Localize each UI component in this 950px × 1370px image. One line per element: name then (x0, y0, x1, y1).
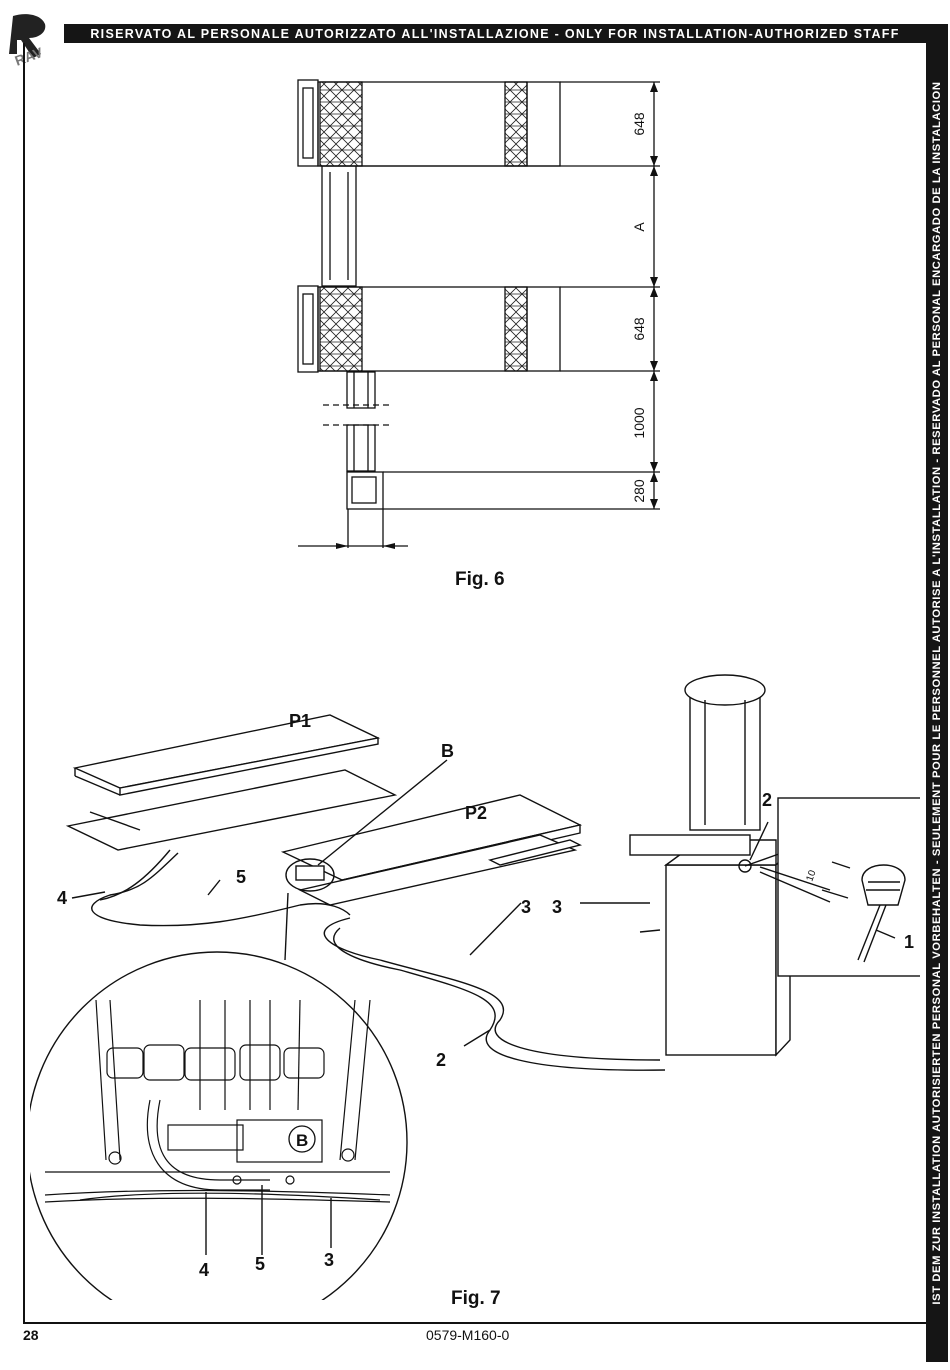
fig7-inset-callout-4: 4 (199, 1260, 209, 1280)
fig7-callout-5: 5 (236, 867, 246, 887)
fig6-caption: Fig. 6 (455, 569, 505, 590)
page-frame (23, 43, 926, 1324)
fig7-label-b: B (441, 741, 454, 761)
document-code: 0579-M160-0 (426, 1327, 510, 1343)
fig7-callout-2-bottom: 2 (436, 1050, 446, 1070)
fig7-inset-label-b: B (296, 1131, 308, 1150)
fig6-dim-280: 280 (631, 479, 647, 503)
side-banner-text: IST DEM ZUR INSTALLATION AUTORISIERTEN P… (931, 81, 943, 1305)
fig7-callout-3-hose: 3 (521, 897, 531, 917)
fig7-callout-4: 4 (57, 888, 67, 908)
header-banner-text: RISERVATO AL PERSONALE AUTORIZZATO ALL'I… (90, 26, 900, 41)
fig7-callout-1: 1 (904, 932, 914, 952)
fig7-label-p1: P1 (289, 711, 311, 731)
fig7-caption: Fig. 7 (451, 1288, 501, 1309)
fig7-inset-callout-5: 5 (255, 1254, 265, 1274)
fig7-callout-2-top: 2 (762, 790, 772, 810)
fig6-dim-a: A (631, 222, 647, 232)
fig6-dim-1000: 1000 (631, 407, 647, 438)
page-number: 28 (23, 1327, 39, 1343)
fig7-callout-3-unit: 3 (552, 897, 562, 917)
fig7-inset-callout-3: 3 (324, 1250, 334, 1270)
fig7-measure-10: 10 (804, 868, 818, 883)
header-banner: RISERVATO AL PERSONALE AUTORIZZATO ALL'I… (64, 24, 926, 43)
side-banner: IST DEM ZUR INSTALLATION AUTORISIERTEN P… (926, 24, 948, 1362)
fig6-dim-648-top: 648 (631, 112, 647, 136)
fig7-label-p2: P2 (465, 803, 487, 823)
fig6-dim-648-bottom: 648 (631, 317, 647, 341)
fig6-drawing: 648 A 648 1000 280 (297, 79, 660, 549)
rav-logo: RAV (9, 14, 45, 69)
fig7-drawing: P1 P2 B B 1 2 2 3 3 4 5 4 5 3 10 (30, 674, 920, 1300)
